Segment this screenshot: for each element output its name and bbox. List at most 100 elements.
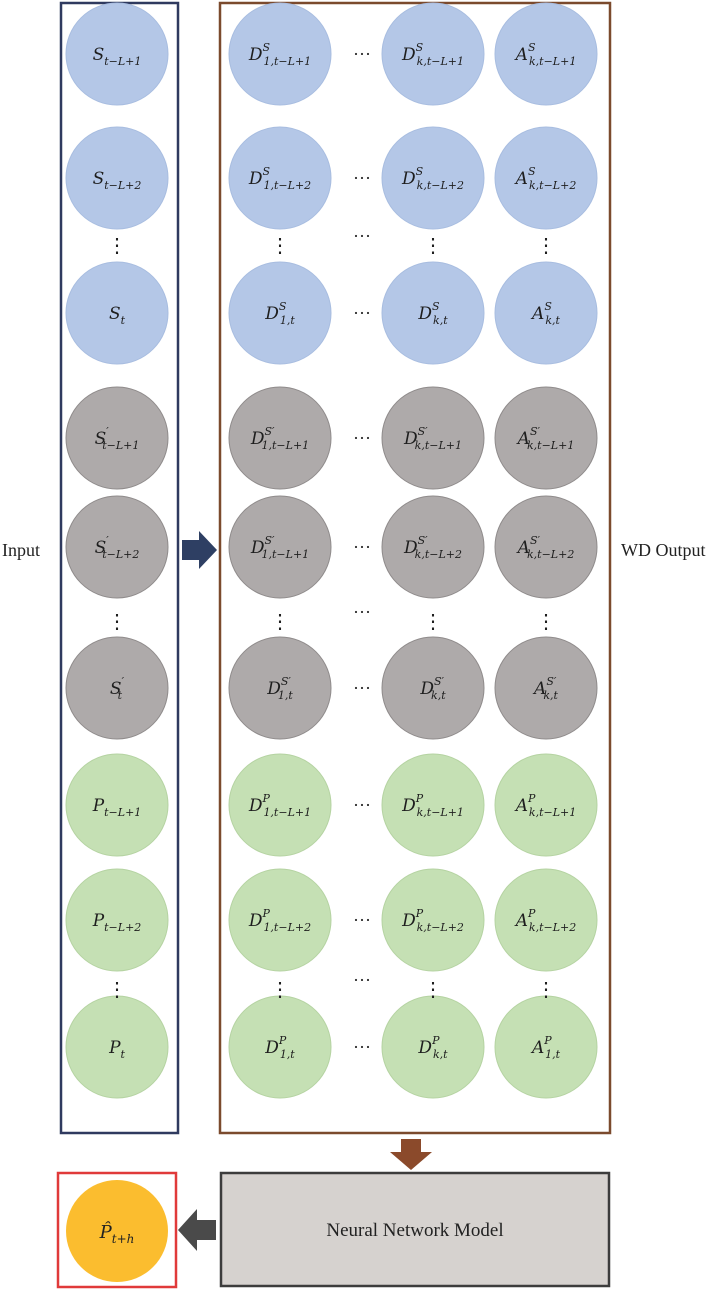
wd-node-label: DS′1,t <box>266 675 293 702</box>
input-node-label: St−L+2 <box>93 169 142 192</box>
wd-node <box>228 495 332 599</box>
input-node-label: Pt <box>108 1038 125 1061</box>
wd-node <box>494 495 598 599</box>
vertical-ellipsis: ⋮ <box>423 979 443 1001</box>
wd-node <box>228 753 332 857</box>
wd-node-label: AS′k,t−L+1 <box>516 425 575 452</box>
input-node <box>65 495 169 599</box>
wd-node <box>381 868 485 972</box>
wd-node <box>228 261 332 365</box>
horizontal-ellipsis: ··· <box>353 970 371 990</box>
wd-node <box>381 636 485 740</box>
wd-node <box>381 995 485 1099</box>
wd-node-label: DS′k,t−L+1 <box>403 425 462 452</box>
input-node-label: St <box>109 304 126 327</box>
wd-node-label: DS′1,t−L+1 <box>250 534 309 561</box>
horizontal-ellipsis: ··· <box>353 44 371 64</box>
wd-node <box>381 495 485 599</box>
horizontal-ellipsis: ··· <box>353 428 371 448</box>
horizontal-ellipsis: ··· <box>353 602 371 622</box>
vertical-ellipsis: ⋮ <box>536 235 556 257</box>
vertical-ellipsis: ⋮ <box>270 979 290 1001</box>
horizontal-ellipsis: ··· <box>353 910 371 930</box>
wd-node <box>381 126 485 230</box>
wd-node <box>494 386 598 490</box>
input-node-label: S′t <box>110 675 125 702</box>
wd-to-model-arrow <box>390 1139 432 1170</box>
wd-node <box>381 753 485 857</box>
wd-node <box>494 126 598 230</box>
model-to-output-arrow <box>178 1209 216 1251</box>
wd-node-label: DS′k,t−L+2 <box>403 534 462 561</box>
wd-node <box>494 636 598 740</box>
input-node <box>65 261 169 365</box>
input-node-label: St−L+1 <box>93 45 142 68</box>
wd-node-label: DS′k,t <box>419 675 446 702</box>
wd-node <box>381 386 485 490</box>
vertical-ellipsis: ⋮ <box>270 611 290 633</box>
wd-node <box>228 2 332 106</box>
wd-node <box>228 868 332 972</box>
wd-node <box>494 753 598 857</box>
wd-node-label: AS′k,t−L+2 <box>516 534 575 561</box>
neural-network-model-box <box>219 1171 611 1288</box>
vertical-ellipsis: ⋮ <box>536 611 556 633</box>
wd-node <box>228 126 332 230</box>
horizontal-ellipsis: ··· <box>353 1037 371 1057</box>
neural-network-model-label: Neural Network Model <box>326 1220 503 1241</box>
horizontal-ellipsis: ··· <box>353 226 371 246</box>
wd-output-box <box>218 1 612 1135</box>
wd-node <box>381 261 485 365</box>
horizontal-ellipsis: ··· <box>353 303 371 323</box>
input-node <box>65 995 169 1099</box>
vertical-ellipsis: ⋮ <box>107 611 127 633</box>
vertical-ellipsis: ⋮ <box>270 235 290 257</box>
output-node <box>66 1180 168 1282</box>
input-nodes: St−L+1St−L+2StS′t−L+1S′t−L+2S′tPt−L+1Pt−… <box>65 2 169 1099</box>
output-box <box>56 1171 178 1289</box>
wd-node <box>381 2 485 106</box>
horizontal-ellipsis: ··· <box>353 678 371 698</box>
wd-node <box>228 995 332 1099</box>
vertical-ellipsis: ⋮ <box>107 235 127 257</box>
input-node-label: S′t−L+2 <box>95 534 140 561</box>
wd-node <box>494 995 598 1099</box>
wd-node <box>494 868 598 972</box>
input-label: Input <box>2 540 40 560</box>
vertical-ellipsis: ⋮ <box>423 611 443 633</box>
wd-output-label: WD Output <box>621 540 706 560</box>
horizontal-ellipsis: ··· <box>353 168 371 188</box>
input-node-label: Pt−L+2 <box>92 911 142 934</box>
horizontal-ellipsis: ··· <box>353 537 371 557</box>
input-to-wd-arrow <box>182 531 217 569</box>
output-node-label: P̂t+h <box>99 1221 135 1246</box>
input-node <box>65 126 169 230</box>
input-node <box>65 386 169 490</box>
horizontal-ellipsis: ··· <box>353 795 371 815</box>
input-node <box>65 2 169 106</box>
input-node-label: S′t−L+1 <box>95 425 140 452</box>
ellipses: ··· ··· ··· ··· ··· ··· ··· ··· ··· ⋮ ⋮ ⋮ ⋮ ··· ⋮ ⋮ ⋮ ⋮ ··… <box>107 44 556 1057</box>
input-node <box>65 636 169 740</box>
vertical-ellipsis: ⋮ <box>536 979 556 1001</box>
wd-node-label: DS′1,t−L+1 <box>250 425 309 452</box>
input-node <box>65 868 169 972</box>
vertical-ellipsis: ⋮ <box>423 235 443 257</box>
input-node <box>65 753 169 857</box>
